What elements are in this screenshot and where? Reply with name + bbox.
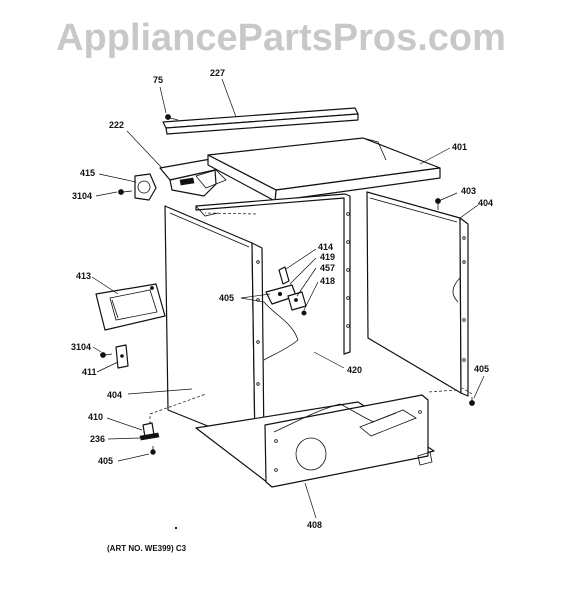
stray-dot bbox=[174, 526, 178, 530]
callout-236: 236 bbox=[90, 434, 105, 444]
side-bracket-part bbox=[134, 173, 157, 201]
screw-part bbox=[165, 114, 179, 121]
access-panel-part bbox=[95, 283, 166, 331]
callout-415: 415 bbox=[80, 168, 95, 178]
callout-401: 401 bbox=[452, 142, 467, 152]
top-rail-part bbox=[162, 107, 359, 135]
left-side-panel-part bbox=[164, 205, 299, 451]
callout-410: 410 bbox=[88, 412, 103, 422]
callout-405-middle: 405 bbox=[219, 293, 234, 303]
callout-75: 75 bbox=[153, 75, 163, 85]
top-cover-part bbox=[207, 137, 441, 202]
callout-413: 413 bbox=[76, 271, 91, 281]
right-side-panel-part bbox=[366, 191, 469, 397]
callout-222: 222 bbox=[109, 120, 124, 130]
callout-457: 457 bbox=[320, 263, 335, 273]
bracket-screw-part bbox=[118, 189, 133, 195]
clip-part bbox=[115, 344, 129, 369]
callout-227: 227 bbox=[210, 68, 225, 78]
callout-408: 408 bbox=[307, 520, 322, 530]
cabinet-frame-part bbox=[195, 193, 351, 355]
callout-3104-top: 3104 bbox=[72, 191, 92, 201]
callout-420: 420 bbox=[347, 365, 362, 375]
door-switch-parts bbox=[265, 266, 307, 316]
callout-405-right: 405 bbox=[474, 364, 489, 374]
base-part bbox=[195, 394, 435, 488]
base-screw-part bbox=[150, 446, 156, 455]
callout-403: 403 bbox=[461, 186, 476, 196]
callout-404-right: 404 bbox=[478, 198, 493, 208]
callout-419: 419 bbox=[320, 252, 335, 262]
panel-screw-part bbox=[435, 198, 441, 210]
callout-418: 418 bbox=[320, 276, 335, 286]
callout-405-bottom: 405 bbox=[98, 456, 113, 466]
side-screw-part bbox=[469, 397, 475, 406]
leveling-leg-part bbox=[139, 422, 160, 441]
leader-lines bbox=[91, 78, 485, 519]
clip-screw-part bbox=[100, 352, 113, 358]
callout-404-left: 404 bbox=[107, 390, 122, 400]
art-number-caption: (ART NO. WE399) C3 bbox=[107, 544, 187, 553]
callout-411: 411 bbox=[82, 367, 97, 377]
callout-3104-lower: 3104 bbox=[71, 342, 91, 352]
callout-414: 414 bbox=[318, 242, 333, 252]
watermark: AppliancePartsPros.com bbox=[56, 17, 506, 59]
